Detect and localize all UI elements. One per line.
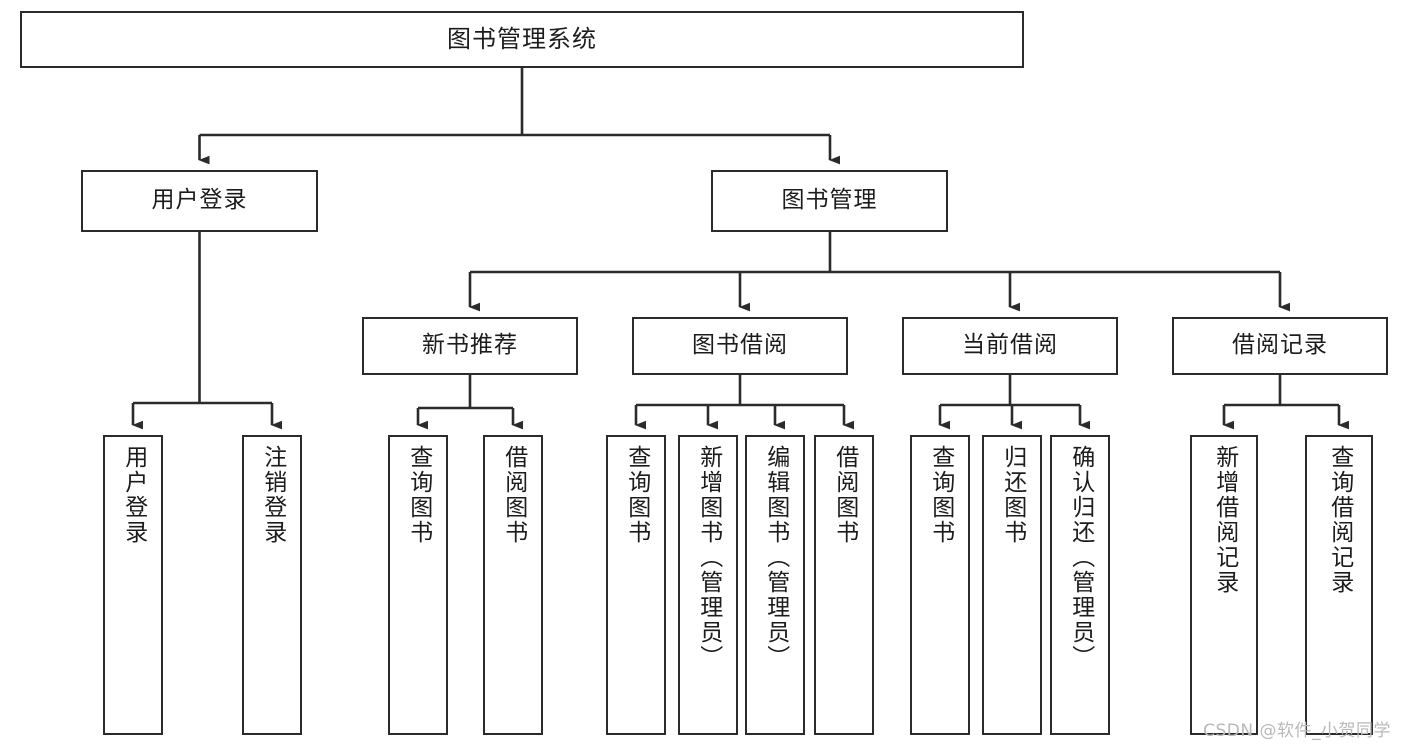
node-leaf-query-book-1-label: 查询图书 xyxy=(405,445,432,545)
node-leaf-query-book-2[interactable]: 查询图书 xyxy=(606,435,666,735)
node-leaf-add-book[interactable]: 新增图书（管理员） xyxy=(678,435,738,735)
node-user-login-label: 用户登录 xyxy=(151,187,248,214)
node-leaf-return-book[interactable]: 归还图书 xyxy=(982,435,1042,735)
node-leaf-edit-book-label: 编辑图书（管理员） xyxy=(762,445,789,670)
node-leaf-add-record-label: 新增借阅记录 xyxy=(1211,445,1238,595)
node-leaf-return-book-label: 归还图书 xyxy=(999,445,1026,545)
node-leaf-user-login-label: 用户登录 xyxy=(120,445,147,545)
node-leaf-query-book-3[interactable]: 查询图书 xyxy=(910,435,970,735)
node-leaf-logout-label: 注销登录 xyxy=(259,445,286,545)
node-leaf-borrow-book-1-label: 借阅图书 xyxy=(500,445,527,545)
node-leaf-borrow-book-2[interactable]: 借阅图书 xyxy=(814,435,874,735)
node-new-book-rec-label: 新书推荐 xyxy=(422,332,518,359)
node-book-manage-label: 图书管理 xyxy=(781,187,878,214)
node-leaf-query-book-1[interactable]: 查询图书 xyxy=(388,435,448,735)
node-leaf-edit-book[interactable]: 编辑图书（管理员） xyxy=(745,435,805,735)
node-leaf-confirm-return-label: 确认归还（管理员） xyxy=(1067,445,1094,670)
csdn-watermark: CSDN @软件_小贺同学 xyxy=(1203,721,1391,741)
node-root-label: 图书管理系统 xyxy=(447,25,597,54)
node-book-manage[interactable]: 图书管理 xyxy=(711,170,948,232)
node-leaf-borrow-book-1[interactable]: 借阅图书 xyxy=(483,435,543,735)
node-book-borrow-label: 图书借阅 xyxy=(692,332,788,359)
node-root-system[interactable]: 图书管理系统 xyxy=(20,11,1024,68)
node-borrow-record-label: 借阅记录 xyxy=(1232,332,1328,359)
node-leaf-add-book-label: 新增图书（管理员） xyxy=(695,445,722,670)
node-leaf-query-record-label: 查询借阅记录 xyxy=(1326,445,1353,595)
node-book-borrow[interactable]: 图书借阅 xyxy=(632,317,848,375)
node-leaf-confirm-return[interactable]: 确认归还（管理员） xyxy=(1050,435,1110,735)
node-leaf-query-book-3-label: 查询图书 xyxy=(927,445,954,545)
node-leaf-query-record[interactable]: 查询借阅记录 xyxy=(1305,435,1373,735)
node-leaf-logout[interactable]: 注销登录 xyxy=(242,435,302,735)
node-leaf-query-book-2-label: 查询图书 xyxy=(623,445,650,545)
node-leaf-add-record[interactable]: 新增借阅记录 xyxy=(1190,435,1258,735)
node-leaf-borrow-book-2-label: 借阅图书 xyxy=(831,445,858,545)
node-current-borrow[interactable]: 当前借阅 xyxy=(902,317,1118,375)
node-leaf-user-login[interactable]: 用户登录 xyxy=(103,435,163,735)
node-user-login[interactable]: 用户登录 xyxy=(81,170,318,232)
node-current-borrow-label: 当前借阅 xyxy=(962,332,1058,359)
node-borrow-record[interactable]: 借阅记录 xyxy=(1172,317,1388,375)
node-new-book-rec[interactable]: 新书推荐 xyxy=(362,317,578,375)
